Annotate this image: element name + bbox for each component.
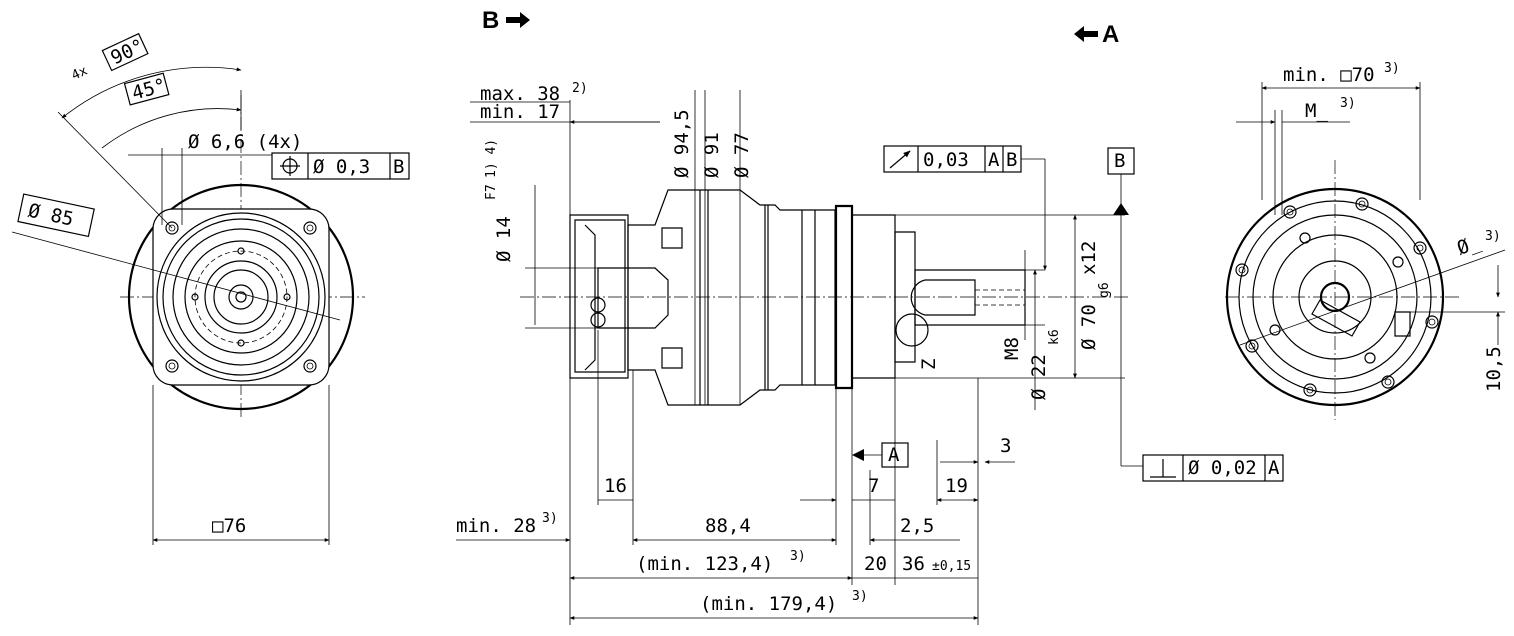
- bolt-hole: [1425, 315, 1439, 329]
- right-thread-text: M_: [1305, 100, 1328, 122]
- position-tol-datum: B: [393, 156, 404, 178]
- bolt-hole: [1235, 263, 1249, 277]
- output-dia-text: Ø 22: [1028, 354, 1050, 400]
- dim-36-tol: ±0,15: [932, 559, 971, 574]
- datum-b-box: [1107, 147, 1135, 175]
- right-thread-note: 3): [1340, 96, 1356, 111]
- view-b-label: B: [482, 7, 530, 34]
- runout-datum-b: B: [1006, 149, 1017, 171]
- perp-tol-datum: A: [1268, 457, 1280, 479]
- thread-text: M8: [1001, 337, 1023, 360]
- bolt-hole: [1381, 375, 1395, 389]
- bolt-hole: [303, 221, 317, 235]
- input-dia-tol: F7: [484, 184, 499, 200]
- bolt-hole: [165, 221, 179, 235]
- runout-datum-a: A: [988, 149, 1000, 171]
- dim-19: 19: [945, 475, 968, 497]
- runout-tolerance-frame: 0,03 A B: [883, 145, 1022, 173]
- dia-94-text: Ø 94,5: [671, 109, 693, 178]
- shaft-max-note: 2): [572, 81, 588, 96]
- right-square-text: min. □70: [1283, 64, 1375, 86]
- dim-2-5: 2,5: [900, 515, 934, 537]
- flange-square: [152, 208, 330, 386]
- flange-dia-tol: g6: [1097, 282, 1112, 298]
- dim-16: 16: [604, 475, 627, 497]
- shaft-min-text: min. 17: [480, 101, 560, 123]
- bolt-hole: [1413, 241, 1427, 255]
- dim-123-note: 3): [790, 549, 806, 564]
- runout-symbol-icon: [889, 150, 911, 169]
- right-view: min. □70 3) M_ 3) Ø_ 3) 10,5: [1225, 61, 1506, 420]
- right-dia-text: Ø_: [1454, 231, 1484, 260]
- runout-value: 0,03: [923, 149, 969, 171]
- right-square-note: 3): [1384, 61, 1400, 76]
- svg-text:B: B: [482, 7, 499, 34]
- svg-text:A: A: [1102, 21, 1119, 48]
- hole-dia-text: Ø 6,6 (4x): [188, 131, 302, 153]
- flange-dia-text: Ø 70: [1078, 304, 1100, 350]
- dim-88: 88,4: [705, 515, 751, 537]
- dim-min28: min. 28: [456, 515, 536, 537]
- angle-count-text: 4x: [69, 63, 90, 83]
- datum-b-text: B: [1114, 150, 1125, 172]
- side-view: max. 38 2) min. 17 Ø 14 F7 1) 4) Ø 94,5 …: [456, 81, 1284, 625]
- centre-label: Z: [918, 359, 940, 370]
- flange-dia-suffix: x12: [1078, 241, 1100, 275]
- position-tol-value: Ø 0,3: [313, 156, 370, 178]
- input-dia-note: 1) 4): [484, 139, 499, 178]
- bolt-hole: [1303, 383, 1317, 397]
- dim-7: 7: [868, 475, 879, 497]
- shaft-max-text: max. 38: [480, 83, 560, 105]
- right-dia-note: 3): [1485, 229, 1501, 244]
- bolt-hole: [1283, 205, 1297, 219]
- angle-45-text: 45°: [130, 74, 169, 104]
- square-dim-text: □76: [212, 515, 246, 537]
- bolt-hole: [1245, 339, 1259, 353]
- arrow-right-icon: [506, 12, 530, 28]
- perpendicularity-frame: Ø 0,02 A: [1142, 454, 1284, 482]
- bolt-hole: [303, 359, 317, 373]
- dim-123: (min. 123,4): [636, 553, 773, 575]
- input-dia-text: Ø 14: [493, 216, 515, 262]
- view-a-label: A: [1074, 21, 1119, 48]
- bolt-hole: [165, 359, 179, 373]
- bolt-hole: [1355, 197, 1369, 211]
- output-dia-tol: k6: [1047, 329, 1062, 345]
- right-dim-10-5: 10,5: [1483, 346, 1505, 392]
- dia-77-text: Ø 77: [731, 132, 753, 178]
- dim-min28-note: 3): [542, 511, 558, 526]
- dim-179: (min. 179,4): [700, 593, 837, 615]
- perp-tol-value: Ø 0,02: [1188, 457, 1257, 479]
- datum-a-text: A: [888, 444, 900, 466]
- dim-36: 36: [902, 553, 925, 575]
- dia-91-text: Ø 91: [701, 132, 723, 178]
- dim-20: 20: [864, 553, 887, 575]
- dim-179-note: 3): [852, 589, 868, 604]
- dim-3: 3: [1000, 435, 1011, 457]
- position-tolerance-frame: Ø 0,3 B: [271, 152, 410, 180]
- arrow-left-icon: [1074, 26, 1098, 42]
- left-view: 4x 90° 45° Ø 6,6 (4x) Ø 0,3 B Ø 85: [11, 32, 410, 545]
